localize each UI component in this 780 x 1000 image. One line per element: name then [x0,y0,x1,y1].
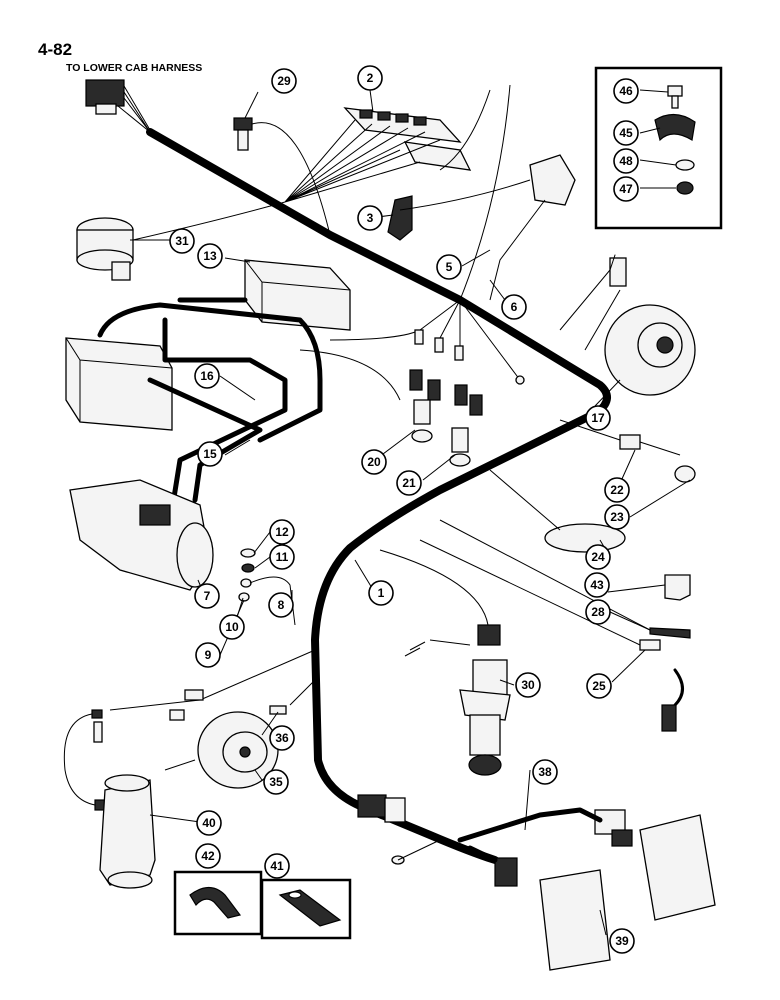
svg-text:12: 12 [275,525,289,539]
callout-2: 2 [357,65,383,91]
callout-43: 43 [584,572,610,598]
sender-unit [559,419,696,483]
svg-text:6: 6 [511,300,518,314]
callout-3: 3 [357,205,383,231]
callout-28: 28 [585,599,611,625]
callout-17: 17 [585,405,611,431]
starter-solenoid [399,154,576,301]
callout-31: 31 [169,228,195,254]
control-modules [539,814,716,971]
callout-7: 7 [194,583,220,609]
svg-text:36: 36 [275,731,289,745]
svg-text:43: 43 [590,578,604,592]
svg-text:47: 47 [619,182,633,196]
callout-36: 36 [269,725,295,751]
callout-23: 23 [604,504,630,530]
callout-47: 47 [613,176,639,202]
callout-21: 21 [396,470,422,496]
svg-text:23: 23 [610,510,624,524]
svg-text:22: 22 [610,483,624,497]
svg-text:28: 28 [591,605,605,619]
svg-text:15: 15 [203,447,217,461]
starter-motor [69,479,214,591]
callout-35: 35 [263,769,289,795]
callout-15: 15 [197,441,223,467]
svg-text:41: 41 [270,859,284,873]
elbow-fitting [664,574,691,601]
svg-text:38: 38 [538,765,552,779]
callout-6: 6 [501,294,527,320]
svg-text:42: 42 [201,849,215,863]
callout-38: 38 [532,759,558,785]
svg-text:11: 11 [276,550,289,564]
svg-text:20: 20 [367,455,381,469]
svg-text:16: 16 [200,369,214,383]
compressor-clutch [164,705,287,789]
svg-text:39: 39 [615,934,629,948]
svg-text:30: 30 [521,678,535,692]
battery-front [65,337,173,431]
relay-block [284,107,472,203]
svg-text:29: 29 [277,74,291,88]
callout-39: 39 [609,928,635,954]
callout-42: 42 [195,843,221,869]
pressure-switches [409,299,525,467]
callout-45: 45 [613,120,639,146]
svg-text:21: 21 [402,476,416,490]
callout-41: 41 [264,853,290,879]
svg-text:25: 25 [592,679,606,693]
callout-20: 20 [361,449,387,475]
svg-text:13: 13 [203,249,217,263]
callout-48: 48 [613,148,639,174]
mounting-plate [544,523,626,553]
harness-note: TO LOWER CAB HARNESS [66,62,203,74]
solenoid-valve [76,201,286,281]
callout-22: 22 [604,477,630,503]
callout-24: 24 [585,544,611,570]
callout-40: 40 [196,810,222,836]
callout-46: 46 [613,78,639,104]
callout-9: 9 [195,642,221,668]
lower-cab-connector [85,79,151,133]
svg-text:17: 17 [591,411,605,425]
svg-text:8: 8 [278,598,285,612]
svg-text:7: 7 [204,589,211,603]
battery-cable [97,302,323,443]
callout-11: 11 [269,544,295,570]
alternator [559,254,696,396]
grommet [387,195,413,241]
svg-text:1: 1 [378,586,385,600]
svg-text:35: 35 [269,775,283,789]
svg-text:24: 24 [591,550,605,564]
svg-text:46: 46 [619,84,633,98]
svg-text:48: 48 [619,154,633,168]
fuel-shutoff-solenoid [379,549,511,776]
svg-text:45: 45 [619,126,633,140]
callout-13: 13 [197,243,223,269]
page-number: 4-82 [38,40,73,59]
callout-25: 25 [586,673,612,699]
receiver-dryer [94,774,156,889]
callout-30: 30 [515,672,541,698]
svg-text:2: 2 [367,71,374,85]
callout-8: 8 [268,592,294,618]
callout-10: 10 [219,614,245,640]
callout-1: 1 [368,580,394,606]
speed-sensor [419,539,684,732]
svg-text:40: 40 [202,816,216,830]
svg-text:3: 3 [367,211,374,225]
callout-5: 5 [436,254,462,280]
svg-text:10: 10 [225,620,239,634]
callout-12: 12 [269,519,295,545]
temperature-sender [233,117,331,236]
svg-text:31: 31 [175,234,189,248]
callout-29: 29 [271,68,297,94]
svg-text:5: 5 [446,260,453,274]
svg-text:9: 9 [205,648,212,662]
callout-16: 16 [194,363,220,389]
